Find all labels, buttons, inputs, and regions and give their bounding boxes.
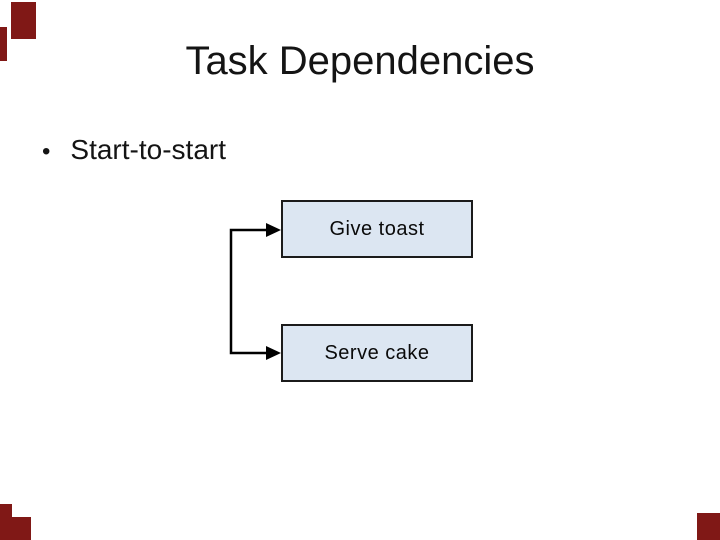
arrowhead-to-serve-cake [266,346,281,360]
task-box-serve-cake: Serve cake [281,324,473,382]
task-box-give-toast: Give toast [281,200,473,258]
slide-title: Task Dependencies [185,39,535,83]
corner-mark-bottom-right [697,513,720,540]
task-label: Serve cake [324,341,430,364]
bullet-item: • Start-to-start [42,133,226,167]
corner-mark-bottom-left [7,517,31,540]
arrowhead-to-give-toast [266,223,281,237]
connector-elbow-line [229,228,268,355]
bullet-marker-icon: • [42,138,51,165]
corner-mark-top-left-edge [0,27,7,61]
task-label: Give toast [329,217,425,240]
bullet-text: Start-to-start [70,134,226,165]
corner-mark-top-left [11,2,36,39]
